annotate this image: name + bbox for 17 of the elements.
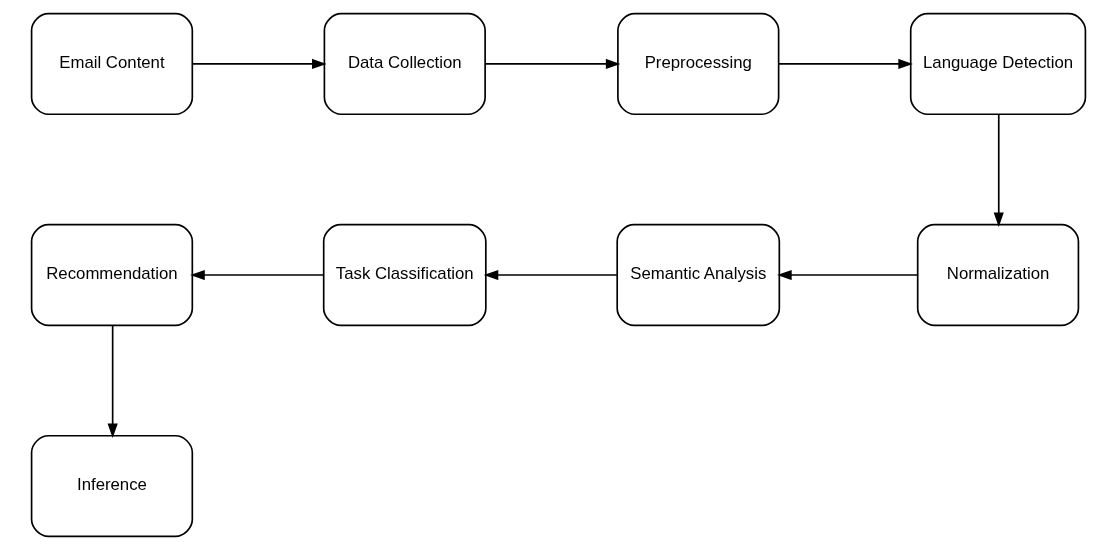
arrow (777, 58, 913, 70)
node-box: Data Collection (323, 12, 486, 116)
node-box: Semantic Analysis (615, 223, 780, 327)
arrow (191, 58, 327, 70)
node-box: Inference (30, 434, 193, 538)
arrow (993, 113, 1004, 228)
arrow (484, 58, 620, 70)
node-box: Language Detection (909, 12, 1086, 116)
arrow (483, 269, 618, 281)
arrow (776, 269, 918, 281)
arrow (107, 324, 118, 439)
node-box: Recommendation (30, 223, 193, 327)
arrow (189, 269, 324, 281)
node-box: Task Classification (322, 223, 487, 327)
node-box: Normalization (916, 223, 1079, 327)
node-box: Preprocessing (616, 12, 779, 116)
node-box: Email Content (30, 12, 193, 116)
